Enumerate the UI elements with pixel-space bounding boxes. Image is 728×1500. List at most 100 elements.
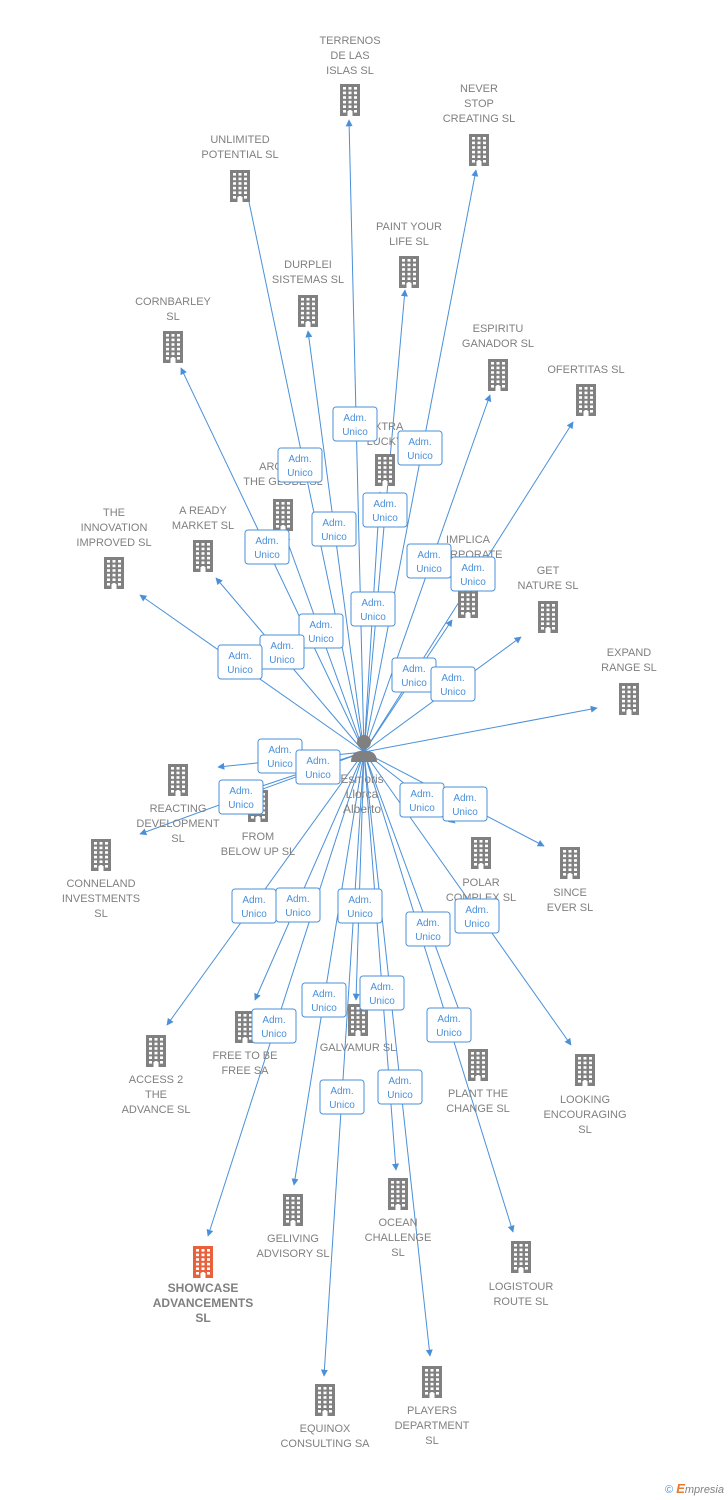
edge-role-label: Adm.Unico (359, 975, 405, 1011)
edge-role-label: Adm.Unico (430, 666, 476, 702)
edge-to-geliving (291, 751, 365, 1186)
company-node-galvamur[interactable]: GALVAMUR SL (320, 1004, 397, 1054)
building-icon (230, 170, 250, 202)
company-node-get-nature[interactable]: GET NATURE SL (518, 565, 579, 633)
edge-role-text: Unico (308, 634, 334, 645)
edge-role-text: Unico (305, 770, 331, 781)
building-icon (538, 601, 558, 633)
company-label-line: GET (537, 565, 560, 577)
company-label-line: FREE SA (221, 1065, 269, 1077)
company-label-line: SHOWCASE (168, 1281, 239, 1295)
building-icon (163, 331, 183, 363)
edge-role-text: Unico (287, 468, 313, 479)
building-icon (511, 1241, 531, 1273)
brand-logo-e: E (676, 1481, 685, 1496)
edge-role-text: Unico (452, 807, 478, 818)
edge-role-label: Adm.Unico (362, 492, 408, 528)
edge-role-text: Unico (241, 909, 267, 920)
edge-role-text: Unico (416, 564, 442, 575)
person-icon (351, 735, 377, 762)
edge-role-text: Unico (311, 1003, 337, 1014)
edge-to-free-to-be (254, 751, 365, 1001)
edge-role-label: Adm.Unico (217, 644, 263, 680)
edge-role-text: Adm. (322, 518, 345, 529)
company-label-line: OFERTITAS SL (547, 364, 624, 376)
edge-role-label: Adm.Unico (350, 591, 396, 627)
brand-logo-text: mpresia (684, 1484, 724, 1496)
edge-role-label: Adm. Unico (399, 782, 445, 818)
company-label-line: POLAR (462, 877, 499, 889)
company-label-line: SISTEMAS SL (272, 274, 344, 286)
company-label-line: DURPLEI (284, 259, 332, 271)
edge-role-text: Unico (409, 803, 435, 814)
edge-role-text: Adm. (268, 745, 291, 756)
company-label-line: LOOKING (560, 1094, 610, 1106)
company-label-line: CORNBARLEY (135, 296, 211, 308)
edge-role-text: Adm. (465, 905, 488, 916)
edge-role-label: Adm.Unico (397, 430, 443, 466)
building-icon (298, 295, 318, 327)
edge-role-label: Adm.Unico (450, 556, 496, 592)
edge-role-text: Adm. (262, 1015, 285, 1026)
edge-role-text: Unico (261, 1029, 287, 1040)
company-label-line: NATURE SL (518, 580, 579, 592)
company-label-line: STOP (464, 98, 494, 110)
company-label-line: EVER SL (547, 902, 593, 914)
company-node-ofertitas[interactable]: OFERTITAS SL (547, 364, 625, 416)
company-label-line: FROM (242, 831, 274, 843)
edge-role-label: Adm.Unico (405, 911, 451, 947)
company-label-line: PLAYERS (407, 1405, 457, 1417)
edge-role-text: Unico (267, 759, 293, 770)
edge-to-players (363, 751, 433, 1357)
edge-role-label: Adm.Unico (454, 898, 500, 934)
company-label-line: EQUINOX (300, 1423, 351, 1435)
edge-to-logistour (363, 751, 515, 1233)
company-label-line: SL (578, 1124, 591, 1136)
company-node-a-ready[interactable]: A READY MARKET SL (172, 505, 234, 572)
edge-role-text: Adm. (242, 895, 265, 906)
company-node-durplei[interactable]: DURPLEI SISTEMAS SL (272, 259, 344, 327)
building-icon (471, 837, 491, 869)
building-icon (488, 359, 508, 391)
edge-role-text: Adm. (361, 598, 384, 609)
company-label-line: SL (166, 311, 179, 323)
edge-role-text: Adm. (437, 1014, 460, 1025)
edge-role-label: Adm.Unico (319, 1079, 365, 1115)
company-label-line: INVESTMENTS (62, 893, 140, 905)
company-label-line: PLANT THE (448, 1088, 508, 1100)
building-icon (375, 454, 395, 486)
company-label-line: A READY (179, 505, 227, 517)
building-icon (104, 557, 124, 589)
edge-role-text: Adm. (410, 789, 433, 800)
company-label-line: MARKET SL (172, 520, 234, 532)
company-node-cornbarley[interactable]: CORNBARLEY SL (135, 296, 212, 363)
edge-role-label: Adm.Unico (244, 529, 290, 565)
edge-role-label: Adm.Unico (377, 1069, 423, 1105)
edge-role-text: Adm. (306, 756, 329, 767)
edge-role-text: Unico (269, 655, 295, 666)
company-label-line: UNLIMITED (210, 134, 269, 146)
copyright-symbol: © (665, 1484, 674, 1496)
